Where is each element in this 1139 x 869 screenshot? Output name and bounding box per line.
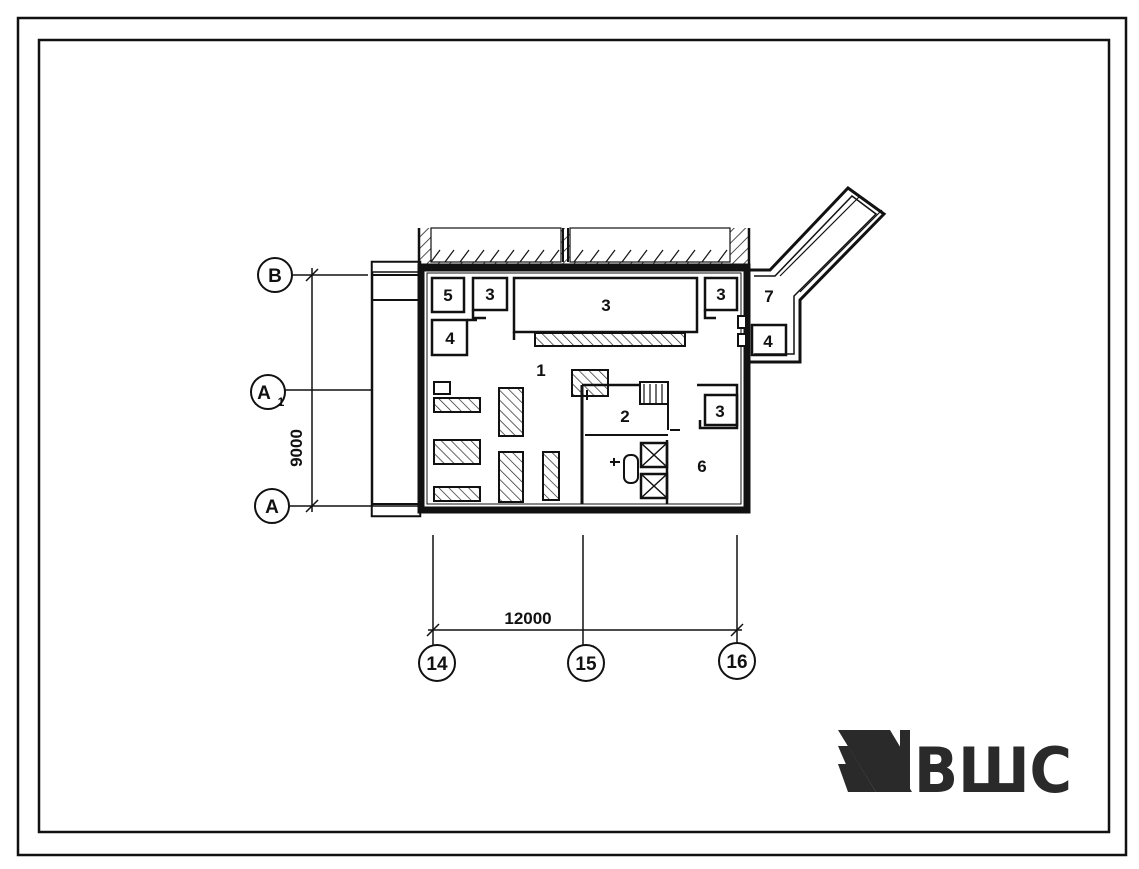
counter [534, 332, 686, 347]
axis-label-14: 14 [426, 654, 448, 675]
room-label-3-small-right: 3 [716, 285, 725, 304]
axis-label-16: 16 [726, 652, 747, 673]
room-label-7: 7 [764, 287, 773, 306]
room-4-annex-box [750, 323, 788, 357]
room-label-1: 1 [536, 361, 545, 380]
inner-frame [37, 38, 1111, 834]
floor-plan [370, 186, 887, 518]
table-1 [498, 387, 524, 437]
sink [623, 454, 639, 484]
dimension-9000: 9000 [287, 429, 306, 467]
room-label-4-west: 4 [445, 329, 455, 348]
room-4-west-box [430, 318, 469, 357]
axis-marker-16: 16 [718, 642, 756, 680]
room-label-4-annex: 4 [763, 332, 773, 351]
table-2 [498, 451, 524, 503]
shelf-1 [433, 397, 481, 413]
room-label-3-east: 3 [715, 402, 724, 421]
shelf-2 [433, 439, 481, 465]
axis-label-a1-sub: 1 [278, 395, 285, 409]
outer-frame [16, 16, 1128, 857]
axis-label-15: 15 [575, 654, 597, 675]
dimension-12000: 12000 [504, 609, 551, 628]
axis-marker-a: А [254, 488, 372, 524]
room-3-small-left-box [471, 276, 509, 312]
room-label-5: 5 [443, 286, 452, 305]
logo-text: ВШС [914, 734, 1072, 807]
axis-marker-a1: А 1 [250, 374, 372, 410]
logo-mark [838, 730, 912, 792]
stair-block [571, 369, 609, 397]
table-3 [542, 451, 560, 501]
axis-marker-15: 15 [567, 644, 605, 682]
room-3-small-right-box [703, 276, 739, 312]
column-axes: 12000 [426, 535, 744, 645]
room-5-box [430, 276, 466, 314]
axis-marker-14: 14 [418, 644, 456, 682]
building-outline [417, 263, 751, 514]
vertical-dimension: 9000 [287, 268, 319, 513]
axis-marker-v: В [257, 257, 368, 293]
room-label-2: 2 [620, 407, 629, 426]
shelf-3 [433, 486, 481, 502]
room-label-3-small-left: 3 [485, 285, 494, 304]
annex-outline [747, 186, 887, 364]
axis-label-v: В [268, 266, 282, 287]
room-label-3-main: 3 [601, 296, 610, 315]
room-label-6: 6 [697, 457, 706, 476]
logo: ВШС [838, 730, 1072, 807]
axis-label-a1: А [257, 383, 271, 404]
axis-label-a: А [265, 497, 279, 518]
room-3-east-box [697, 383, 739, 430]
